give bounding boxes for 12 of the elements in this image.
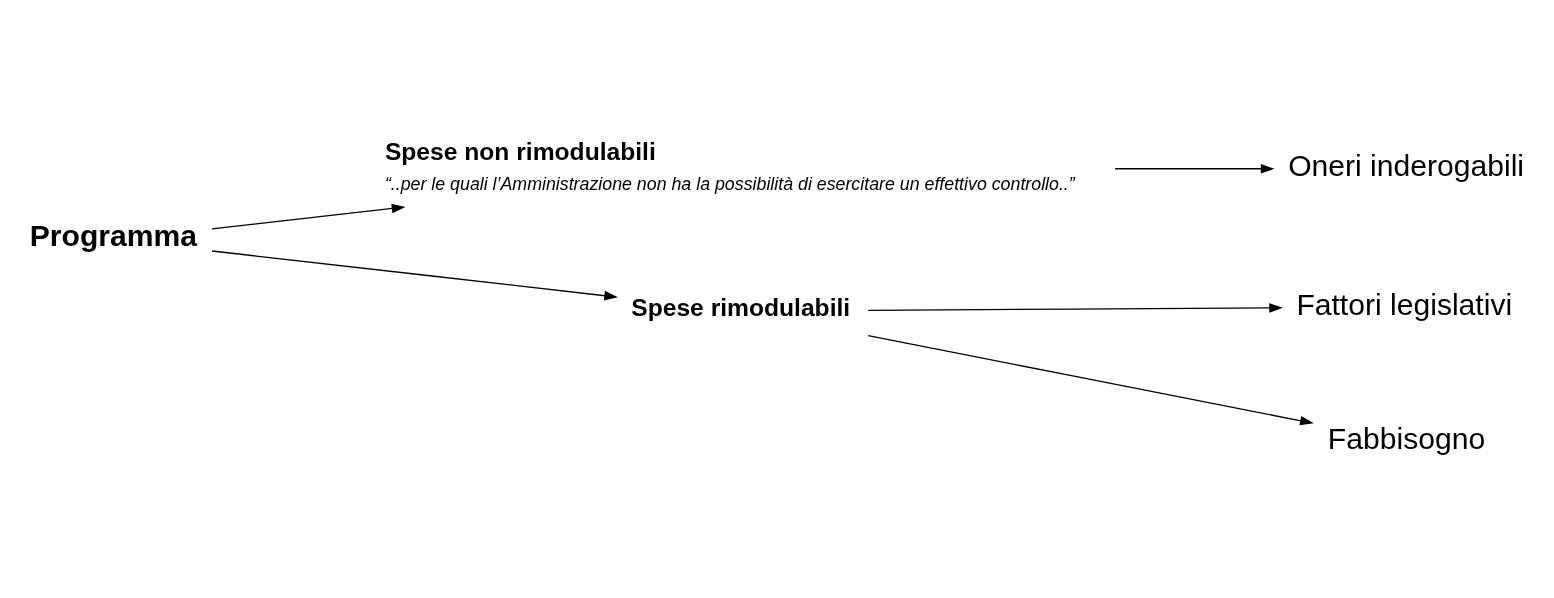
arrow — [211, 249, 618, 300]
arrow — [867, 334, 1314, 425]
arrow — [211, 203, 406, 230]
node-text: Fabbisogno — [1327, 421, 1486, 455]
arrow — [1114, 163, 1275, 174]
node-text: Spese rimodulabili — [631, 293, 851, 321]
node-label: “..per le quali l’Amministrazione non ha la possibilità di esercitare un effettivo controllo..” — [384, 173, 1075, 194]
node-text: Programma — [29, 218, 197, 252]
node-text: Spese non rimodulabili — [384, 137, 656, 165]
node-text: Fattori legislativi — [1296, 287, 1513, 321]
arrow — [867, 302, 1283, 313]
node-text: Oneri inderogabili — [1288, 148, 1525, 182]
